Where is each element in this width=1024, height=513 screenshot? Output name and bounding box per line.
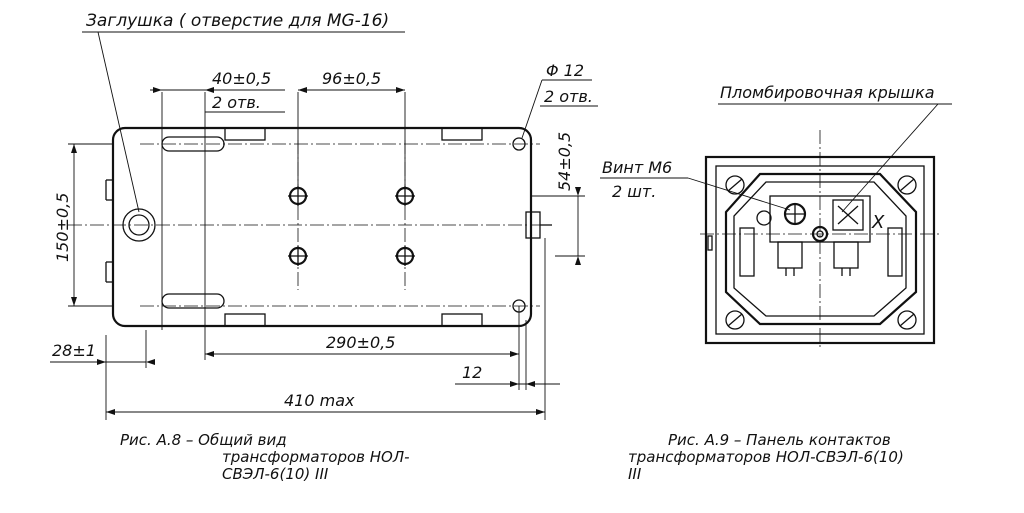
panel-octagon bbox=[724, 172, 918, 326]
bottom-tab-left bbox=[224, 313, 266, 327]
dim-28: 28±1 bbox=[52, 341, 96, 360]
corner-screw bbox=[897, 175, 917, 195]
seal-cover bbox=[832, 199, 864, 231]
corner-screw bbox=[725, 310, 745, 330]
cross-mark: X bbox=[871, 212, 885, 233]
phi-12: Φ 12 bbox=[546, 61, 584, 80]
figure-a9-contact-panel: X Пломбировочная крышка Винт М6 2 шт. bbox=[600, 83, 952, 350]
caption-a8-line3: СВЭЛ-6(10) III bbox=[222, 465, 329, 483]
screw-label: Винт М6 bbox=[602, 158, 672, 177]
caption-a8-line1: Рис. А.8 – Общий вид bbox=[120, 431, 287, 449]
top-tab-left bbox=[224, 127, 266, 141]
corner-screw bbox=[897, 310, 917, 330]
dim-410: 410 max bbox=[284, 391, 355, 410]
dim-40: 40±0,5 bbox=[212, 69, 271, 88]
dim-96: 96±0,5 bbox=[322, 69, 381, 88]
holes-count-left: 2 отв. bbox=[212, 93, 261, 112]
holes-count-right: 2 отв. bbox=[544, 87, 593, 106]
dim-150: 150±0,5 bbox=[53, 193, 72, 262]
transformer-body-outline bbox=[111, 126, 533, 328]
corner-screw bbox=[725, 175, 745, 195]
dim-12: 12 bbox=[462, 363, 482, 382]
caption-a9-line1: Рис. А.9 – Панель контактов bbox=[668, 431, 891, 449]
dim-54: 54±0,5 bbox=[555, 132, 574, 191]
screw-count: 2 шт. bbox=[612, 182, 656, 201]
plug-label: Заглушка ( отверстие для MG-16) bbox=[86, 11, 389, 31]
top-tab-right bbox=[441, 127, 483, 141]
seal-cover-label: Пломбировочная крышка bbox=[720, 83, 935, 102]
caption-a9-line3: III bbox=[628, 465, 642, 483]
bottom-tab-right bbox=[441, 313, 483, 327]
caption-a9-line2: трансформаторов НОЛ-СВЭЛ-6(10) bbox=[628, 448, 904, 466]
caption-a8-line2: трансформаторов НОЛ- bbox=[222, 448, 410, 466]
figure-a8-general-view: Заглушка ( отверстие для MG-16) 40±0,5 2… bbox=[50, 11, 598, 420]
dim-290: 290±0,5 bbox=[326, 333, 395, 352]
